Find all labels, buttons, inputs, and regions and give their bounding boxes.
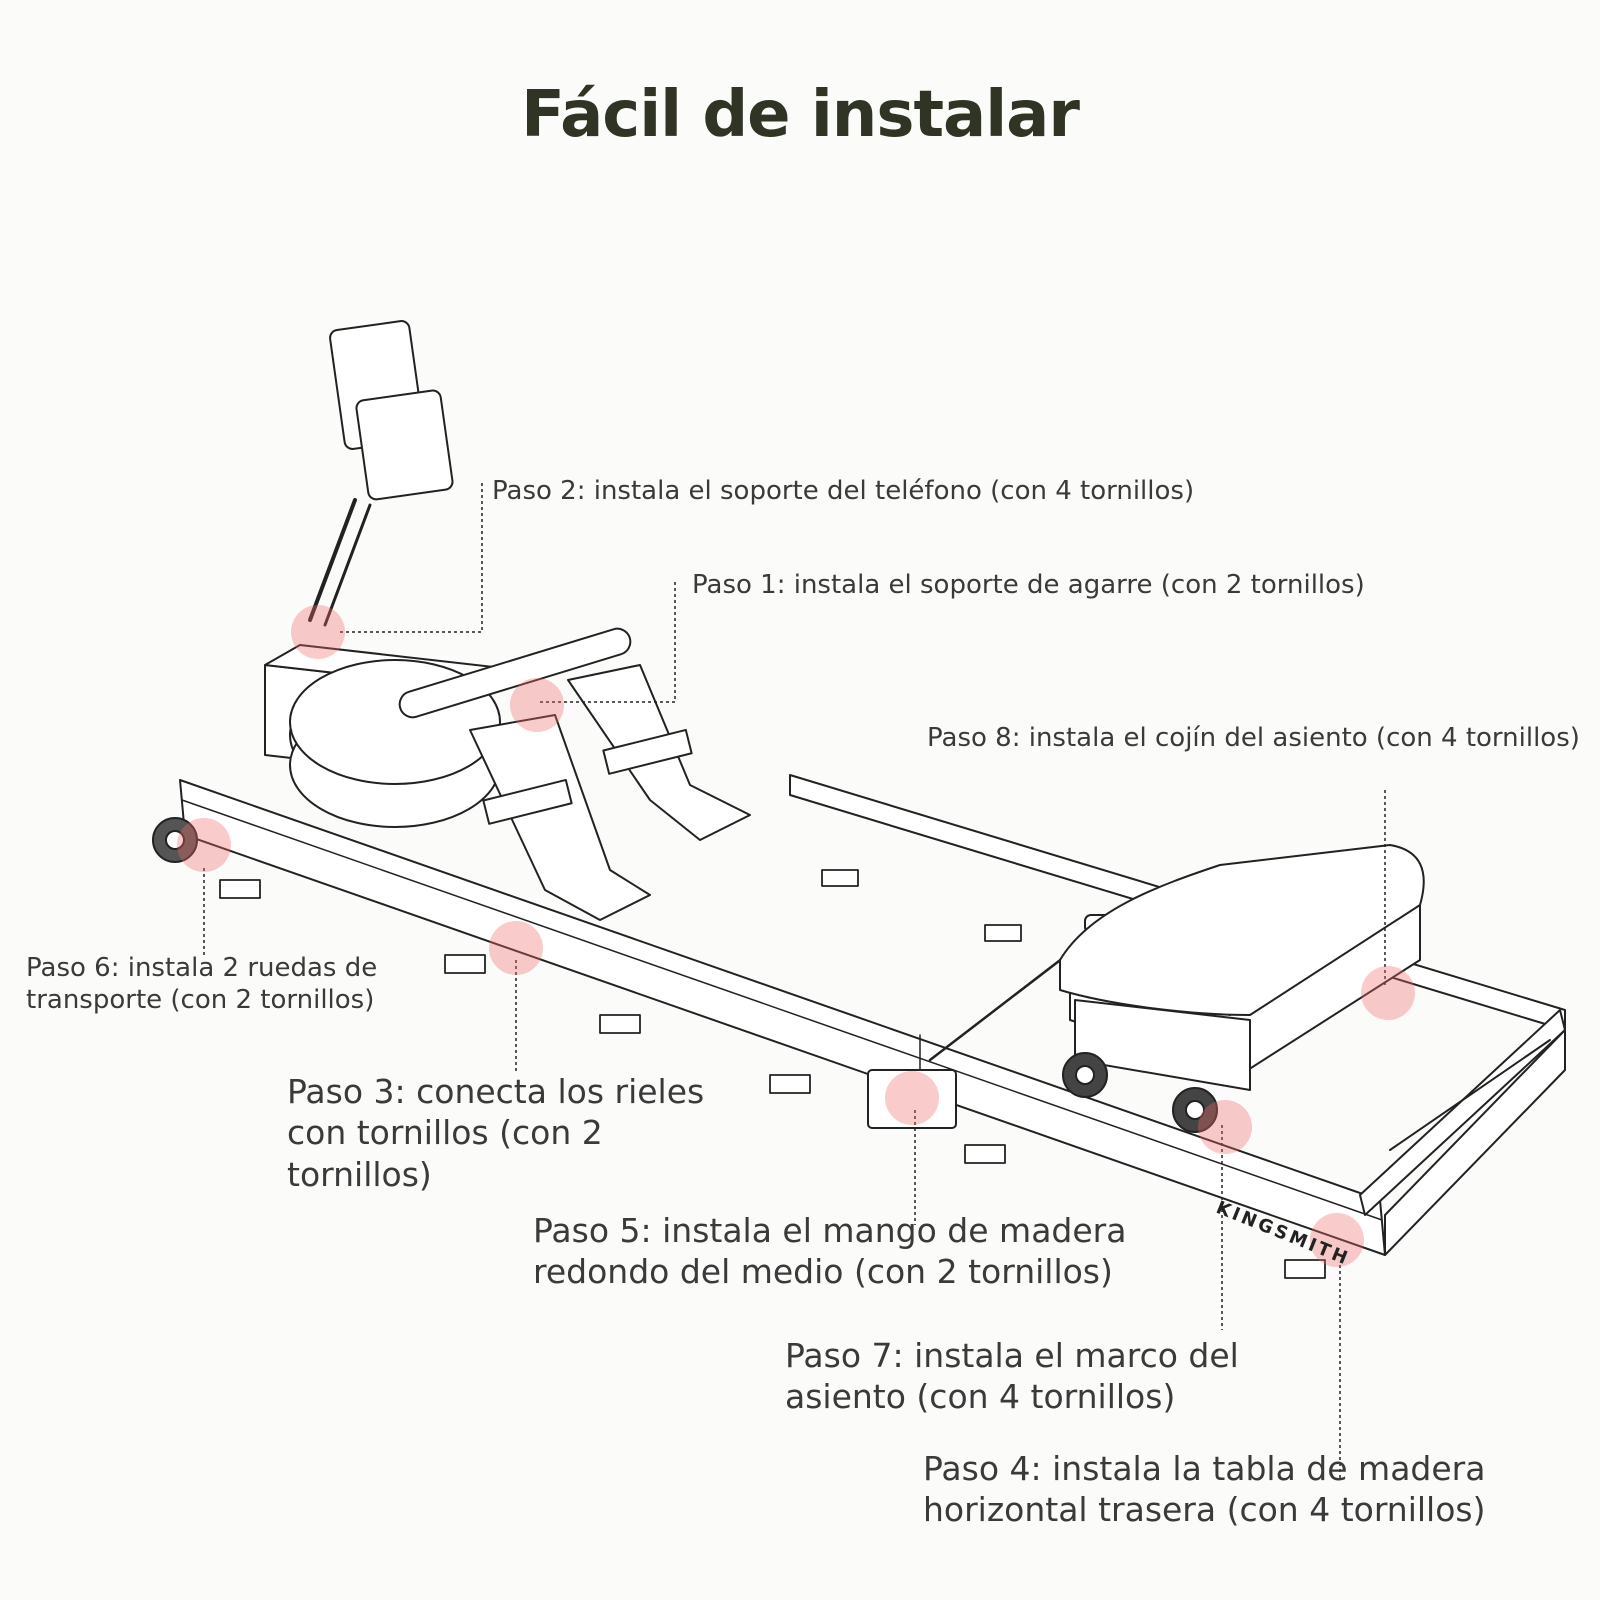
step-line: transporte (con 2 tornillos) xyxy=(26,984,375,1015)
step-line: Paso 2: instala el soporte del teléfono … xyxy=(492,476,1195,506)
step-line: Paso 1: instala el soporte de agarre (co… xyxy=(692,570,1365,600)
step-line: Paso 7: instala el marco del xyxy=(785,1336,1239,1375)
step-line: redondo del medio (con 2 tornillos) xyxy=(533,1252,1113,1292)
step-line: Paso 4: instala la tabla de madera xyxy=(923,1449,1486,1488)
page-title: Fácil de instalar xyxy=(521,78,1080,152)
step-line: horizontal trasera (con 4 tornillos) xyxy=(923,1490,1486,1530)
highlight-paso-4 xyxy=(1310,1213,1364,1267)
step-line: Paso 6: instala 2 ruedas de xyxy=(26,953,378,983)
highlight-paso-5 xyxy=(885,1071,939,1125)
connector-plate xyxy=(867,1069,957,1129)
leader-paso-1 xyxy=(540,582,676,703)
left-pedal xyxy=(469,714,651,921)
step-paso-8: Paso 8: instala el cojín del asiento (co… xyxy=(927,723,1580,755)
seat-cushion xyxy=(1059,844,1425,1016)
step-line: con tornillos (con 2 xyxy=(287,1113,603,1153)
step-line: tornillos) xyxy=(287,1154,432,1194)
highlight-paso-2 xyxy=(291,605,345,659)
step-line: Paso 3: conecta los rieles xyxy=(287,1072,705,1111)
step-line: Paso 5: instala el mango de madera xyxy=(533,1211,1127,1250)
step-line: Paso 8: instala el cojín del asiento (co… xyxy=(927,723,1580,753)
rear-frame xyxy=(1359,1009,1566,1216)
rail-feet xyxy=(219,869,1326,1279)
highlight-paso-8 xyxy=(1361,966,1415,1020)
step-paso-2: Paso 2: instala el soporte del teléfono … xyxy=(492,476,1194,508)
highlight-paso-3 xyxy=(489,921,543,975)
step-line: asiento (con 4 tornillos) xyxy=(785,1377,1176,1417)
grip-bar xyxy=(398,627,632,719)
step-paso-1: Paso 1: instala el soporte de agarre (co… xyxy=(692,570,1365,602)
leader-paso-2 xyxy=(338,483,483,633)
highlight-paso-6 xyxy=(177,818,231,872)
highlight-paso-7 xyxy=(1198,1100,1252,1154)
highlight-paso-1 xyxy=(510,678,564,732)
